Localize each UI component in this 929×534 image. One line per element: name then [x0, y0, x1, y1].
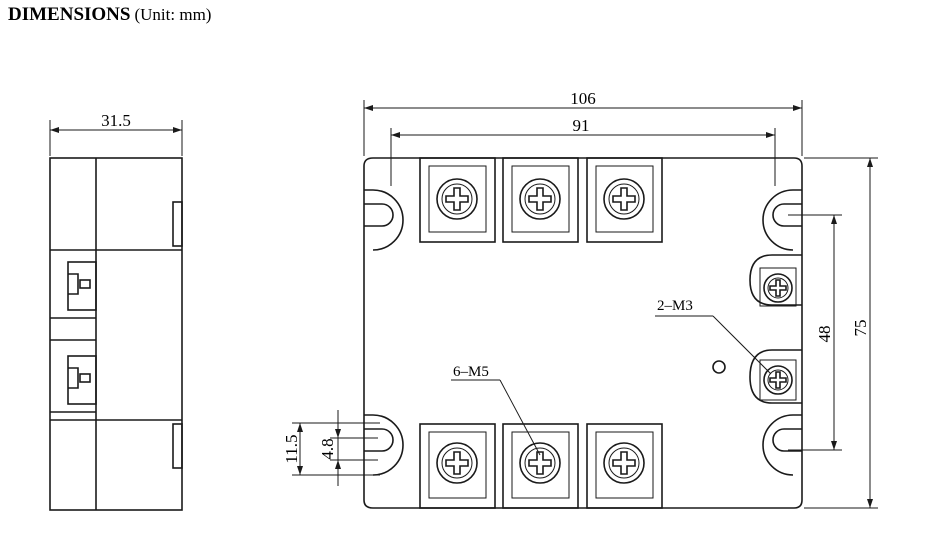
- control-screw-callout: 2–M3: [655, 298, 772, 375]
- mount-pitch-dimension: 91: [390, 116, 776, 186]
- overall-height-value: 75: [851, 320, 870, 337]
- side-view: [49, 157, 183, 511]
- mount-slot-top-right: [762, 189, 803, 251]
- control-screw-label: 2–M3: [657, 298, 693, 314]
- slot-offset-dimension: 11.5: [282, 422, 380, 476]
- diagram-title: DIMENSIONS: [8, 4, 131, 25]
- mount-slot-bottom-right: [762, 414, 803, 476]
- mount-slot-bottom-left: [363, 414, 404, 476]
- front-view: [363, 157, 803, 509]
- mount-slot-top-left: [363, 189, 404, 251]
- terminal-top-1: [419, 157, 496, 243]
- control-terminal-upper: [749, 254, 802, 307]
- power-screw-callout: 6–M5: [451, 364, 541, 456]
- side-width-value: 31.5: [101, 111, 131, 130]
- slot-offset-value: 11.5: [282, 434, 301, 463]
- diagram-header: DIMENSIONS (Unit: mm): [8, 4, 211, 26]
- control-terminal-lower: [749, 349, 802, 404]
- terminal-bottom-3: [586, 423, 663, 509]
- overall-width-dimension: 106: [363, 89, 803, 156]
- power-screw-label: 6–M5: [453, 364, 489, 380]
- terminal-top-2: [502, 157, 579, 243]
- indicator-led: [712, 360, 726, 374]
- terminal-bottom-1: [419, 423, 496, 509]
- screw-pitch-dimension: 48: [788, 214, 842, 451]
- overall-width-value: 106: [570, 89, 596, 108]
- slot-width-dimension: 4.8: [318, 410, 378, 486]
- side-width-dimension: 31.5: [49, 111, 183, 156]
- terminal-bottom-2: [502, 423, 579, 509]
- mount-pitch-value: 91: [573, 116, 590, 135]
- overall-height-dimension: 75: [804, 157, 878, 509]
- slot-width-value: 4.8: [318, 438, 337, 459]
- screw-pitch-value: 48: [815, 326, 834, 343]
- unit-label: (Unit: mm): [134, 5, 212, 24]
- terminal-top-3: [586, 157, 663, 243]
